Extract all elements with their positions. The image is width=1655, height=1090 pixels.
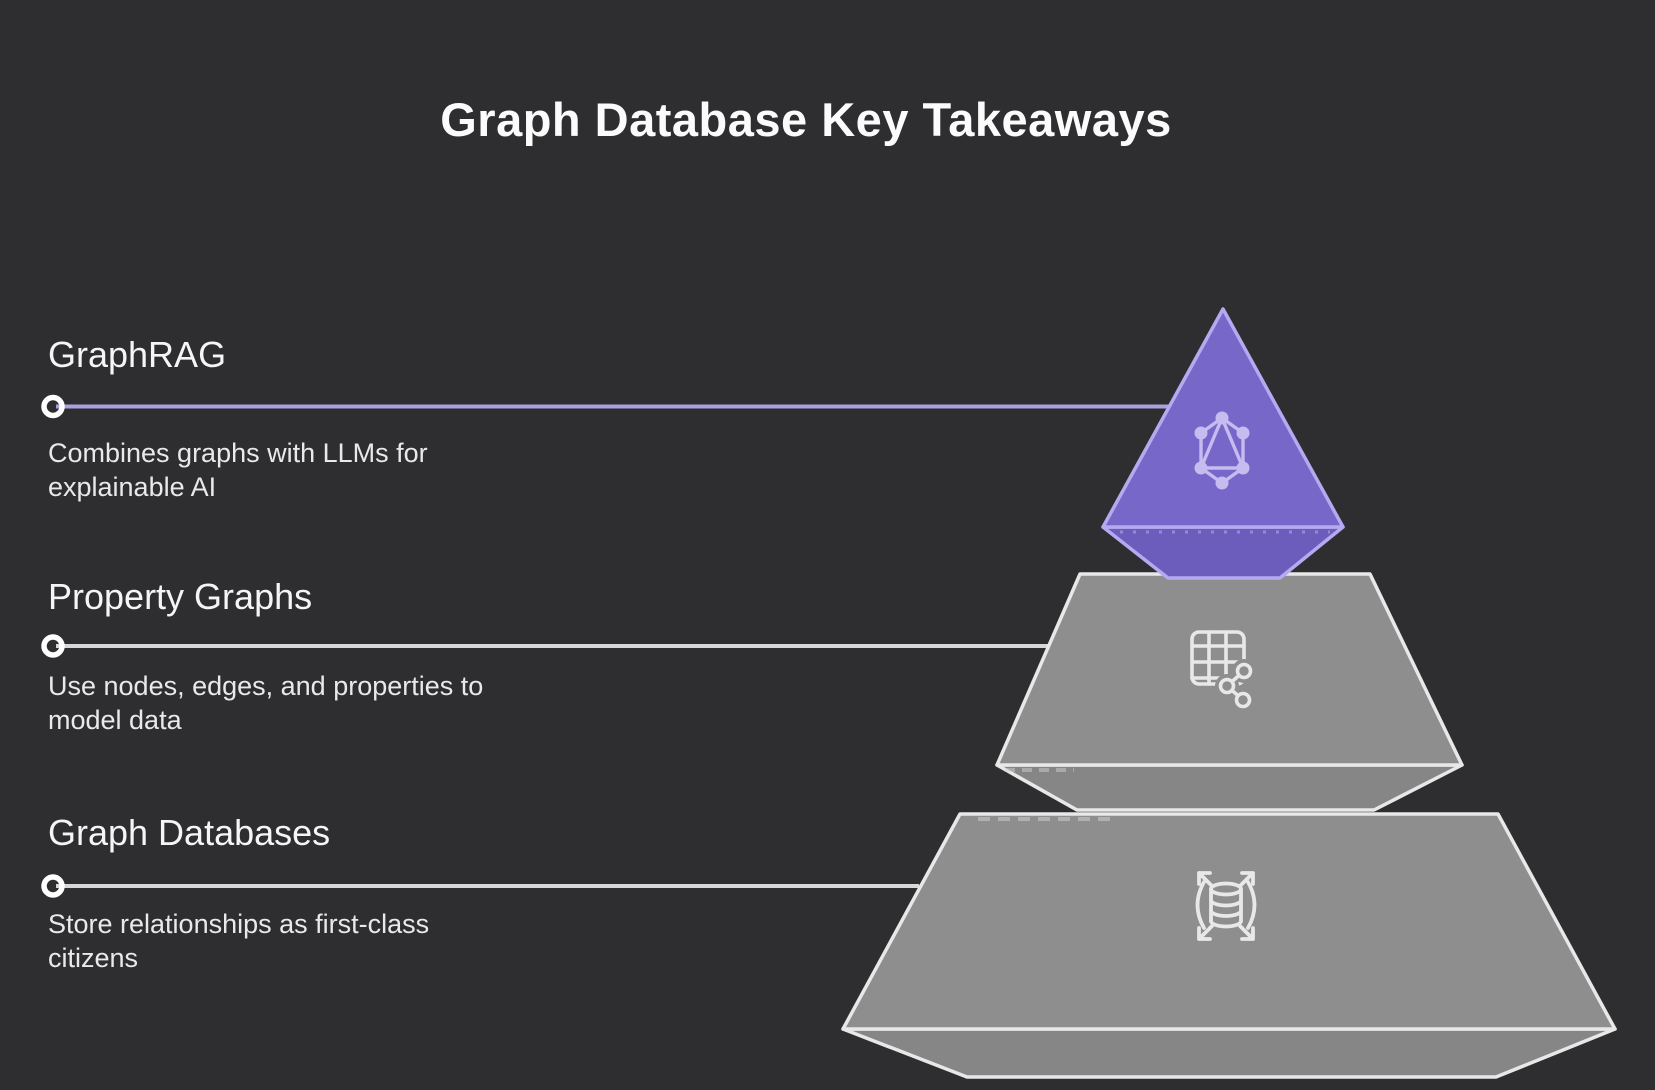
description-line: Combines graphs with LLMs for (48, 438, 428, 468)
pyramid-top-level (1101, 307, 1345, 580)
arrow-up-left (1197, 871, 1214, 888)
description-line: citizens (48, 943, 139, 973)
pyramid-bottom-face (841, 812, 1617, 1031)
arrow-up-right (1238, 871, 1255, 888)
description-line: model data (48, 705, 182, 735)
diagram-title: Graph Database Key Takeaways (440, 93, 1172, 146)
description-line: Store relationships as first-class (48, 909, 430, 939)
level-label-property-graphs: Property Graphs (48, 576, 313, 617)
pyramid-middle-level (995, 572, 1464, 812)
pyramid-middle-underside (995, 763, 1464, 812)
database-scale-icon (1195, 871, 1257, 941)
level-description-property-graphs: Use nodes, edges, and properties to mode… (48, 669, 483, 737)
arrow-down-left (1197, 924, 1214, 941)
pyramid-top-underside (1101, 525, 1345, 580)
connector-dot-graph-databases (41, 874, 65, 898)
description-line: explainable AI (48, 472, 217, 502)
connector-dot-property-graphs (41, 634, 65, 658)
level-description-graphrag: Combines graphs with LLMs for explainabl… (48, 436, 428, 504)
pyramid-middle-face (995, 572, 1464, 767)
connector-lines (41, 394, 1170, 898)
left-paren (1195, 880, 1206, 930)
table-relations-icon (1190, 630, 1256, 712)
level-description-graph-databases: Store relationships as first-class citiz… (48, 907, 429, 975)
graphql-nodes (1194, 411, 1250, 490)
pyramid-bottom-underside (841, 1027, 1617, 1079)
level-label-graph-databases: Graph Databases (48, 812, 331, 853)
arrow-down-right (1238, 924, 1255, 941)
graphql-triangle (1199, 416, 1245, 470)
level-label-graphrag: GraphRAG (48, 334, 227, 375)
description-line: Use nodes, edges, and properties to (48, 671, 484, 701)
connector-dot-graphrag (41, 394, 65, 419)
right-paren (1246, 880, 1257, 930)
pyramid-bottom-level (841, 812, 1617, 1079)
graphql-logo-icon (1194, 411, 1250, 490)
